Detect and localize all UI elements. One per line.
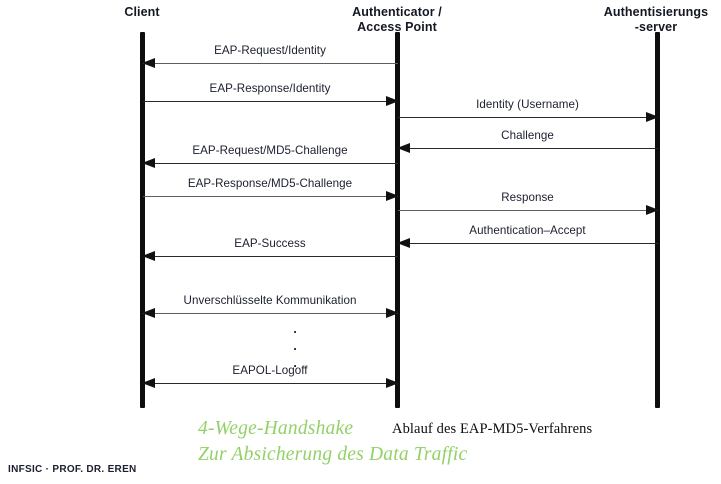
caption-absicherung-data-traffic: Zur Absicherung des Data Traffic — [198, 444, 468, 465]
message-label: Response — [501, 191, 554, 204]
arrow-shaft — [397, 117, 658, 119]
arrowhead-left-icon — [141, 158, 155, 169]
arrow-shaft — [142, 163, 398, 165]
message-label: Identity (Username) — [476, 98, 579, 111]
lifeline-auth-server — [655, 32, 660, 408]
arrowhead-left-icon — [141, 58, 155, 69]
arrow-shaft — [142, 196, 398, 198]
message-label: EAP-Success — [234, 237, 306, 250]
arrow-shaft — [142, 383, 398, 385]
arrowhead-right-icon — [385, 308, 399, 319]
arrow-shaft — [142, 63, 398, 65]
arrow-shaft — [397, 210, 658, 212]
actor-label-client: Client — [124, 5, 160, 19]
arrowhead-left-icon — [396, 238, 410, 249]
footer-credit: INFSIC · PROF. DR. EREN — [8, 464, 137, 475]
continuation-dot: . — [293, 321, 297, 336]
message-label: EAP-Response/MD5-Challenge — [187, 177, 353, 190]
arrow-shaft — [142, 101, 398, 103]
arrowhead-right-icon — [385, 96, 399, 107]
message-label: Unverschlüsselte Kommunikation — [183, 294, 357, 307]
continuation-dot: . — [293, 338, 297, 353]
message-label: EAP-Response/Identity — [209, 82, 331, 95]
continuation-dots: ... — [245, 320, 345, 371]
arrowhead-right-icon — [645, 112, 659, 123]
message-label: EAP-Request/Identity — [214, 44, 326, 57]
arrowhead-left-icon — [141, 308, 155, 319]
arrow-shaft — [142, 313, 398, 315]
lifeline-authenticator — [395, 32, 400, 408]
actor-label-auth-server: Authentisierungs -server — [603, 5, 709, 34]
message-label: Authentication–Accept — [469, 224, 586, 237]
arrow-shaft — [397, 148, 658, 150]
arrowhead-left-icon — [141, 378, 155, 389]
caption-4-wege-handshake: 4-Wege-Handshake — [198, 418, 354, 439]
arrowhead-left-icon — [396, 143, 410, 154]
arrow-shaft — [142, 256, 398, 258]
message-label: EAPOL-Logoff — [232, 364, 308, 377]
lifeline-client — [140, 32, 145, 408]
arrowhead-left-icon — [141, 251, 155, 262]
arrowhead-right-icon — [385, 378, 399, 389]
caption-ablauf-eap-md5: Ablauf des EAP-MD5-Verfahrens — [392, 421, 593, 437]
arrowhead-right-icon — [645, 205, 659, 216]
actor-label-authenticator: Authenticator / Access Point — [352, 5, 442, 34]
continuation-dot: . — [293, 355, 297, 370]
message-label: Challenge — [501, 129, 554, 142]
message-label: EAP-Request/MD5-Challenge — [192, 144, 348, 157]
arrow-shaft — [397, 243, 658, 245]
arrowhead-right-icon — [385, 191, 399, 202]
